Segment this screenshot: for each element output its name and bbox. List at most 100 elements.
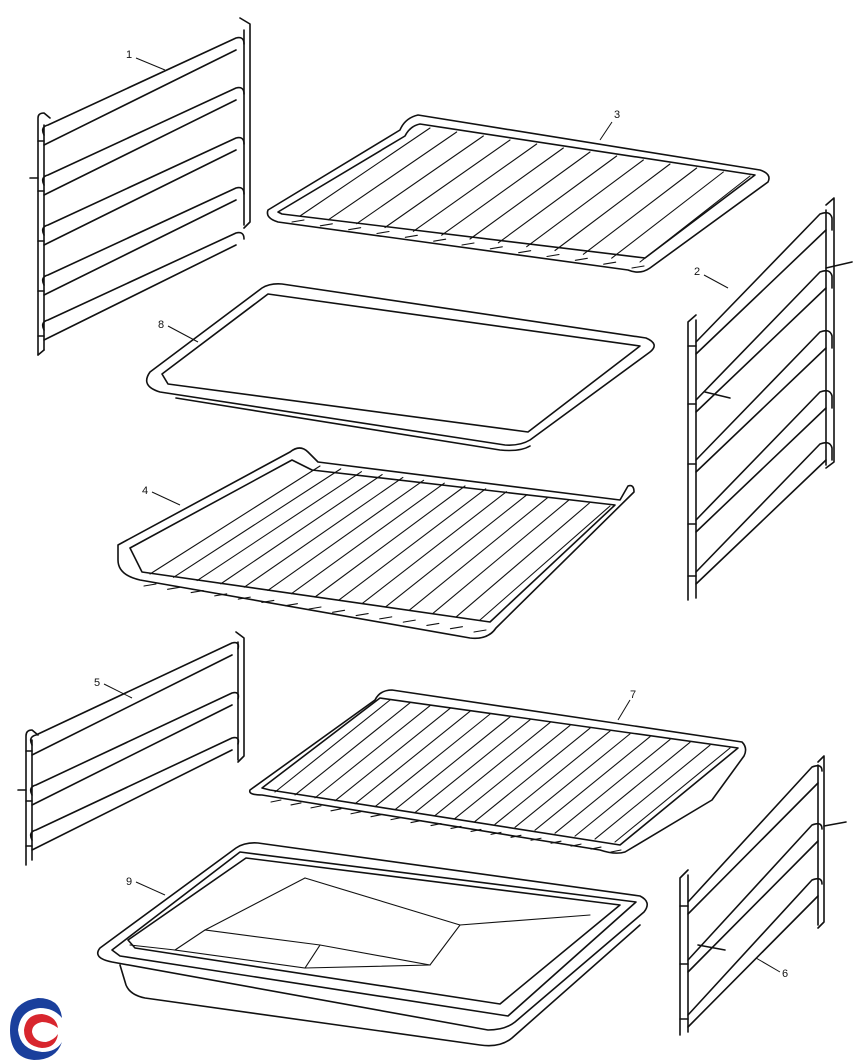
shelf-wire-stub: [370, 814, 382, 818]
shelf-wire-stub: [355, 613, 369, 617]
part-3-wire-shelf-upper: [266, 114, 770, 273]
leader-5: [103, 683, 133, 699]
part-4-wire-shelf-middle: [117, 447, 635, 640]
shelf-wire: [594, 744, 711, 840]
shelf-wire: [432, 499, 570, 614]
shelf-wire-stub: [430, 822, 442, 827]
logo-red-swirl: [24, 1014, 58, 1048]
shelf-wire-stub: [270, 799, 282, 803]
shelf-wire-stub: [167, 586, 181, 590]
shelf-wire-stub: [310, 805, 322, 809]
shelf-wire: [582, 167, 698, 255]
shelf-wire-stub: [530, 837, 542, 841]
shelf-wire: [243, 476, 404, 588]
shelf-wire: [394, 716, 511, 811]
runner-rail: [695, 269, 833, 401]
runner-rail: [43, 199, 237, 296]
shelf-wire-stub: [350, 811, 362, 815]
shelf-wire: [454, 724, 571, 820]
shelf-wire: [434, 722, 551, 817]
shelf-wire: [385, 494, 528, 608]
shelf-wire-stub: [603, 261, 617, 265]
shelf-wire-stub: [290, 802, 302, 806]
shelf-wire-stub: [376, 230, 390, 235]
leader-2: [703, 274, 729, 289]
runner-rail: [29, 691, 240, 796]
shelf-wire-stub: [489, 246, 503, 250]
shelf-wire: [294, 702, 411, 796]
runner-rail: [695, 407, 827, 533]
runner-rail: [695, 211, 833, 343]
shelf-wire: [267, 479, 425, 591]
shelf-wire: [290, 482, 445, 595]
shelf-wire: [274, 699, 391, 793]
shelf-wire: [479, 505, 611, 621]
runner-rail: [41, 231, 245, 331]
shelf-wire: [414, 719, 531, 814]
callout-4: 4: [142, 485, 148, 497]
shelf-wire-stub: [590, 846, 602, 850]
runner-rail: [687, 895, 819, 1028]
leader-7: [617, 699, 631, 721]
callout-6: 6: [782, 968, 788, 980]
runner-rail: [695, 329, 833, 461]
shelf-wire: [474, 727, 591, 822]
part-9-roasting-pan: [96, 842, 648, 1047]
shelf-wire-stub: [426, 622, 440, 626]
shelf-wire-stub: [550, 840, 562, 844]
shelf-wire-stub: [546, 253, 560, 258]
callout-1: 1: [126, 49, 132, 61]
shelf-wire-stub: [214, 593, 228, 597]
callout-7: 7: [630, 689, 636, 701]
runner-rail: [695, 287, 827, 413]
runner-rail: [31, 704, 233, 806]
shelf-wire: [299, 127, 431, 217]
runner-rail: [695, 389, 833, 521]
shelf-wire: [534, 736, 651, 831]
callout-2: 2: [694, 266, 700, 278]
shelf-wire-stub: [308, 606, 322, 610]
runner-rail: [687, 840, 819, 973]
shelf-wire-stub: [470, 828, 482, 832]
shelf-wire: [412, 143, 538, 232]
shelf-wire-stub: [330, 808, 342, 812]
shelf-wire: [469, 151, 591, 240]
runner-rail: [687, 782, 819, 915]
runner-rail: [43, 49, 237, 146]
runner-rail: [695, 229, 827, 355]
part-2-right-runner-upper: [687, 197, 853, 601]
shelf-wire-stub: [402, 619, 416, 623]
shelf-wire-stub: [237, 596, 251, 600]
shelf-wire-stub: [319, 223, 333, 227]
shelf-wire-stub: [190, 590, 204, 594]
runner-rail: [695, 441, 833, 573]
shelf-wire-stub: [450, 825, 462, 830]
shelf-wire-stub: [404, 234, 418, 238]
shelf-wire: [384, 139, 511, 229]
runner-rail: [43, 99, 237, 196]
shelf-wire-stub: [348, 227, 362, 231]
part-6-right-runner-lower: [679, 755, 847, 1036]
runner-rail: [41, 86, 245, 186]
shelf-wire: [408, 496, 549, 611]
shelf-wire: [574, 741, 691, 837]
shelf-wire: [314, 485, 466, 598]
shelf-wire: [639, 175, 751, 263]
shelf-wire-stub: [261, 599, 275, 603]
runner-rail: [41, 136, 245, 236]
swirl-logo: [4, 998, 64, 1060]
callout-3: 3: [614, 109, 620, 121]
part-1-left-runner-upper: [29, 17, 251, 356]
shelf-wire-stub: [449, 626, 463, 630]
runner-rail: [687, 764, 823, 903]
leader-8: [167, 325, 199, 343]
part-8-baking-tray: [145, 283, 655, 452]
leader-6: [755, 957, 781, 973]
shelf-wire-stub: [461, 242, 475, 246]
callout-8: 8: [158, 319, 164, 331]
leader-1: [135, 57, 166, 71]
shelf-wire-stub: [473, 629, 487, 633]
shelf-wire-stub: [574, 257, 588, 261]
part-7-wire-shelf-lower: [248, 689, 747, 854]
shelf-wire: [374, 713, 491, 808]
